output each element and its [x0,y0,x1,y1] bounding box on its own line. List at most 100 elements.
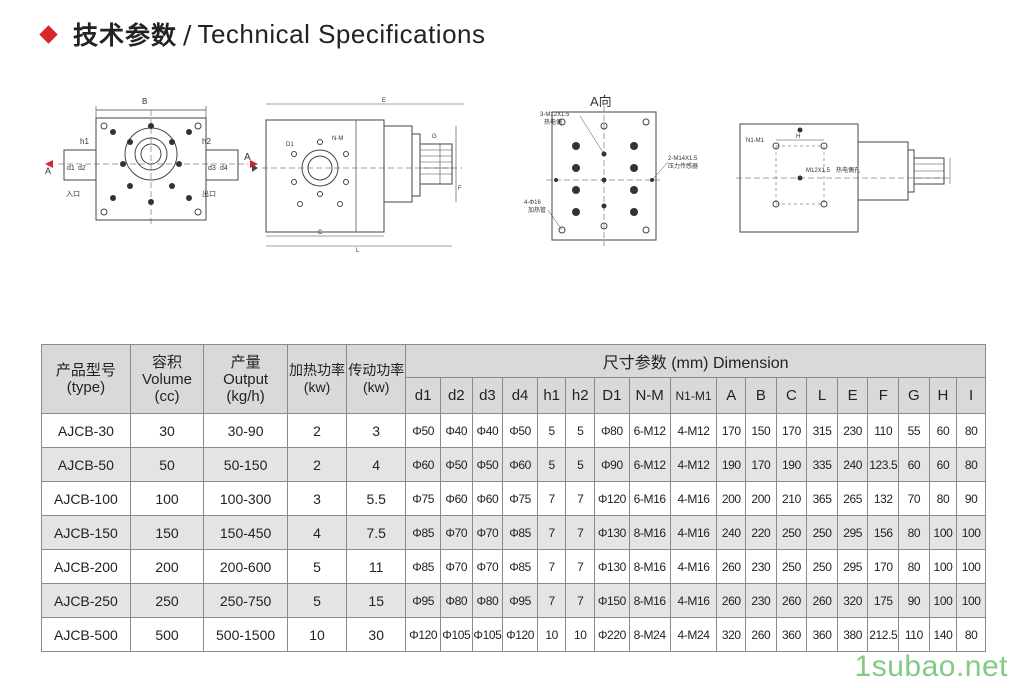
table-cell: AJCB-150 [41,515,131,550]
table-cell: 123.5 [867,447,900,482]
note-rear-thermocouple: 热电偶孔 [836,166,860,174]
table-cell: 295 [836,549,869,584]
note-rear-thread: M12X1.5 [806,168,831,174]
table-cell: 175 [867,583,900,618]
table-cell: 200 [129,549,205,584]
label-inlet: 入口 [66,190,80,198]
table-cell: 80 [928,481,958,516]
col-N1-M1: N1-M1 [669,377,718,414]
table-cell: 260 [716,583,747,618]
table-cell: 100 [956,515,986,550]
table-cell: Φ60 [439,481,473,516]
table-cell: 132 [867,481,900,516]
table-cell: Φ75 [405,481,441,516]
table-cell: 80 [898,549,930,584]
header-drive-text: 传动功率 (kw) [348,362,405,395]
title-separator: / [183,19,192,49]
table-cell: 10 [286,617,348,652]
table-cell: 150 [745,413,777,448]
table-cell: 60 [898,447,930,482]
table-cell: 2 [286,413,348,448]
header-model-text: 产品型号 (type) [55,362,116,396]
label-L: L [356,248,360,254]
col-C: C [775,377,808,414]
table-cell: AJCB-30 [41,413,131,448]
table-cell: Φ40 [471,413,504,448]
label-C: C [318,230,323,236]
note-pressure-spec: 2-M14X1.5 [668,156,698,162]
label-d1: d1 [67,165,75,172]
watermark: 1subao.net [854,650,1008,683]
table-cell: Φ50 [439,447,473,482]
col-N-M: N-M [628,377,671,414]
table-cell: 360 [806,617,838,652]
table-cell: 150 [129,515,205,550]
table-cell: 90 [898,583,930,618]
table-cell: 210 [775,481,808,516]
table-cell: AJCB-500 [41,617,131,652]
table-cell: 15 [346,583,407,618]
table-cell: 50-150 [203,447,288,482]
table-cell: 30 [129,413,205,448]
table-cell: 7 [565,515,596,550]
table-cell: Φ85 [502,515,538,550]
col-I: I [956,377,986,414]
table-cell: 8-M16 [628,549,671,584]
header-heating-power: 加热功率 (kw) [286,344,348,414]
label-h1: h1 [80,137,89,146]
table-cell: 7.5 [346,515,407,550]
table-cell: 5 [286,583,348,618]
label-A-direction: A向 [590,94,612,109]
table-cell: Φ70 [471,515,504,550]
table-cell: 80 [956,447,986,482]
label-H: H [796,134,800,140]
col-A: A [716,377,747,414]
diamond-bullet-icon [39,24,58,44]
table-cell: 4-M12 [669,447,718,482]
table-cell: 230 [745,549,777,584]
table-cell: 360 [775,617,808,652]
table-cell: 7 [565,481,596,516]
header-output-text: 产量 Output (kg/h) [223,353,269,405]
table-cell: 170 [745,447,777,482]
table-cell: 250 [806,549,838,584]
table-cell: 200 [745,481,777,516]
table-cell: 4-M16 [669,549,718,584]
table-cell: 7 [536,515,567,550]
table-cell: 240 [716,515,747,550]
table-cell: 80 [956,413,986,448]
table-cell: 170 [775,413,808,448]
table-cell: 4-M16 [669,583,718,618]
table-cell: Φ50 [502,413,538,448]
table-cell: 190 [775,447,808,482]
table-cell: 110 [898,617,930,652]
table-cell: Φ95 [502,583,538,618]
label-A-arrow: A [45,166,51,176]
table-cell: 250 [806,515,838,550]
table-cell: 5 [565,413,596,448]
table-cell: 100 [129,481,205,516]
table-cell: AJCB-250 [41,583,131,618]
table-cell: 2 [286,447,348,482]
col-G: G [898,377,930,414]
table-cell: Φ105 [439,617,473,652]
table-cell: Φ75 [502,481,538,516]
note-heater: 加热管 [528,206,546,214]
table-cell: 4 [286,515,348,550]
table-cell: 8-M16 [628,515,671,550]
table-cell: 5 [286,549,348,584]
table-cell: Φ85 [502,549,538,584]
label-D1: D1 [286,142,294,148]
table-cell: Φ80 [594,413,630,448]
note-thermocouple-spec: 3-M12X1.5 [540,112,570,118]
table-cell: 4-M12 [669,413,718,448]
header-dimension: 尺寸参数 (mm) Dimension [405,344,986,378]
table-cell: 4-M24 [669,617,718,652]
col-L: L [806,377,838,414]
label-B: B [142,97,147,106]
table-cell: Φ85 [405,549,441,584]
table-cell: 260 [716,549,747,584]
